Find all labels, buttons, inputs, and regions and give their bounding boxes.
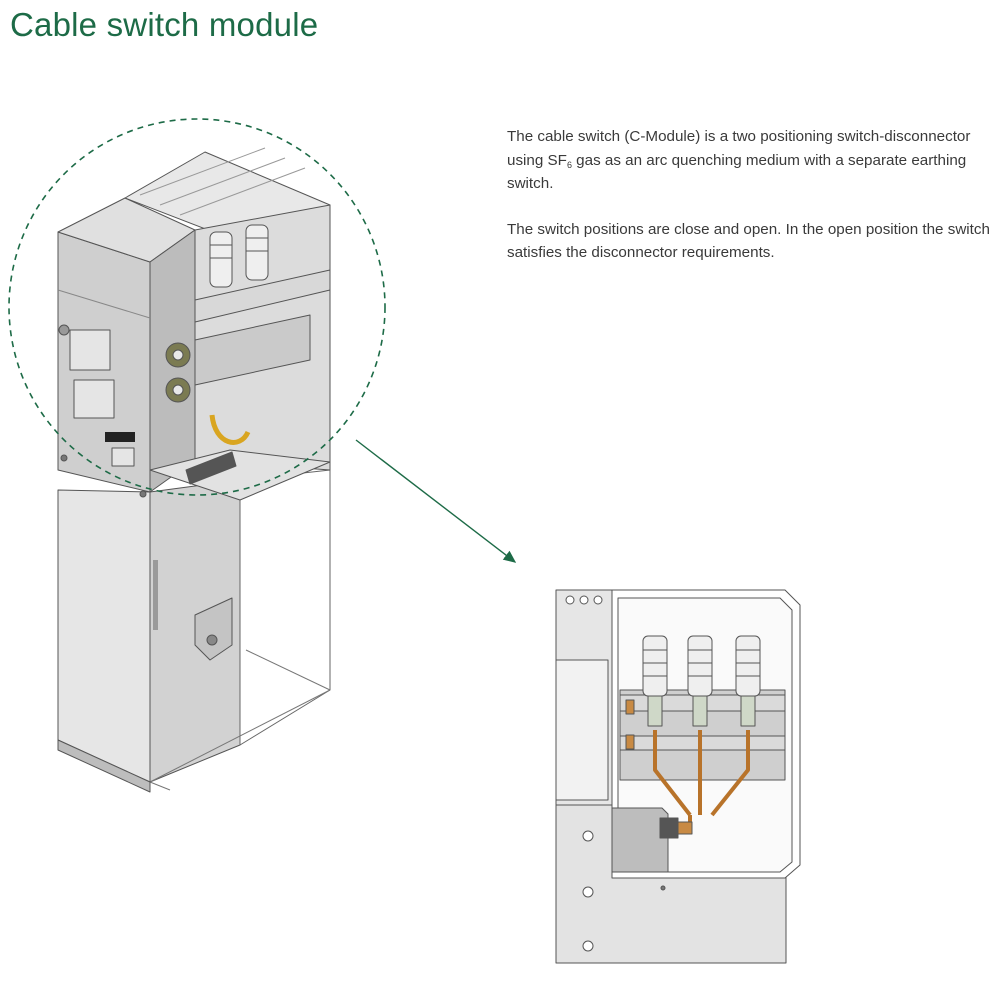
description-paragraph-1: The cable switch (C-Module) is a two pos…	[507, 125, 992, 196]
paragraph-1-part-a: The cable switch (C-Module) is a two pos…	[507, 128, 971, 169]
page-title: Cable switch module	[10, 6, 319, 43]
description-text: The cable switch (C-Module) is a two pos…	[507, 125, 992, 287]
switchgear-cabinet-illustration	[57, 147, 331, 793]
paragraph-1-part-b: gas as an arc quenching medium with a se…	[507, 151, 967, 193]
cable-compartment-illustration	[555, 589, 801, 964]
sf6-subscript: 6	[566, 159, 572, 170]
bushing-icon	[209, 224, 269, 288]
description-paragraph-2: The switch positions are close and open.…	[507, 220, 990, 262]
three-phase-bushings-icon	[642, 635, 761, 727]
cable-connectors-icon	[653, 730, 750, 830]
pointer-arrow-icon	[355, 439, 517, 563]
highlight-circle	[8, 118, 386, 496]
